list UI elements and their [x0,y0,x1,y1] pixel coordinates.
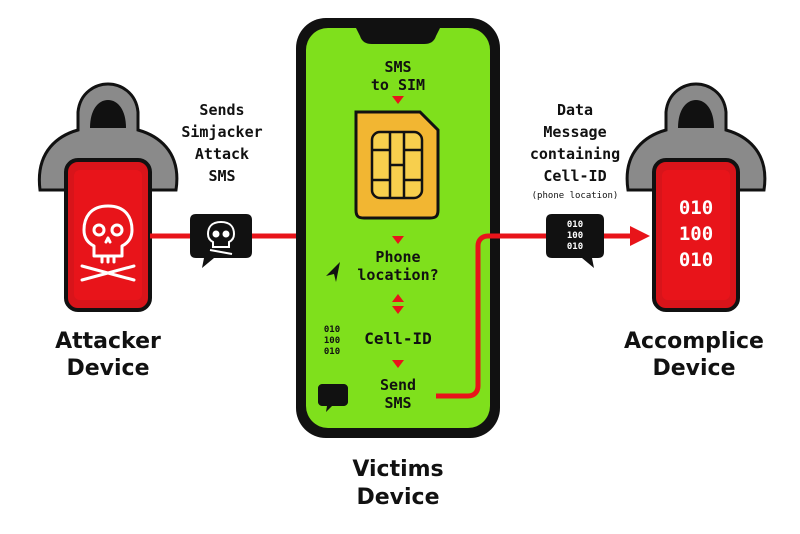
attacker-step-line: SMS [208,167,235,185]
send-sms-line1: Send [380,376,416,394]
skull-icon [80,204,136,282]
binary-row: 010 [679,249,713,271]
attacker-step-line: Simjacker [181,123,262,141]
attacker-step-line: Sends [199,101,244,119]
attacker-step-text: Sends Simjacker Attack SMS [181,101,262,185]
sms-to-sim-line2: to SIM [371,76,425,94]
binary-row: 010 [324,347,340,357]
accomplice-step-line: Message [543,123,606,141]
binary-icon: 010 100 010 [567,220,583,252]
chat-bubble-icon [318,384,348,412]
accomplice-step-line: Data [557,101,593,119]
binary-row: 100 [679,223,713,245]
accomplice-step-line: containing [530,145,620,163]
binary-row: 010 [324,325,340,335]
victim-label-line1: Victims [352,457,443,482]
attacker-label-line1: Attacker [55,329,161,354]
sms-to-sim-line1: SMS [384,58,411,76]
binary-row: 010 [567,220,583,230]
accomplice-label-line1: Accomplice [624,329,764,354]
phone-location-line2: location? [357,266,438,284]
location-arrow-icon [326,262,340,282]
accomplice-step-note: (phone location) [532,191,619,201]
accomplice-figure: 010 100 010 [625,82,767,312]
accomplice-step-text: Data Message containing Cell-ID (phone l… [530,101,620,201]
accomplice-label-line2: Device [652,356,735,381]
send-sms-line2: SMS [384,394,411,412]
victim-label-line2: Device [356,485,439,510]
attacker-phone [64,158,152,312]
binary-icon: 010 100 010 [679,197,713,271]
sim-card-icon [354,110,440,220]
binary-row: 100 [567,231,583,241]
cell-id-label: Cell-ID [364,329,431,348]
skull-icon [206,220,236,255]
skull-bubble [190,214,252,268]
down-arrow [392,236,404,244]
binary-icon: 010 100 010 [324,325,340,357]
binary-row: 100 [324,336,340,346]
attacker-step-line: Attack [195,145,249,163]
binary-row: 010 [567,242,583,252]
victim-phone [296,18,500,438]
phone-location-line1: Phone [375,248,420,266]
accomplice-step-line: Cell-ID [543,167,606,185]
accomplice-phone [652,158,740,312]
down-arrow [392,360,404,368]
attacker-figure [37,82,179,312]
binary-bubble: 010 100 010 [546,214,604,268]
attacker-label-line2: Device [66,356,149,381]
up-down-arrow [392,294,404,314]
down-arrow [392,96,404,104]
data-message-arrow [436,226,650,399]
binary-row: 010 [679,197,713,219]
